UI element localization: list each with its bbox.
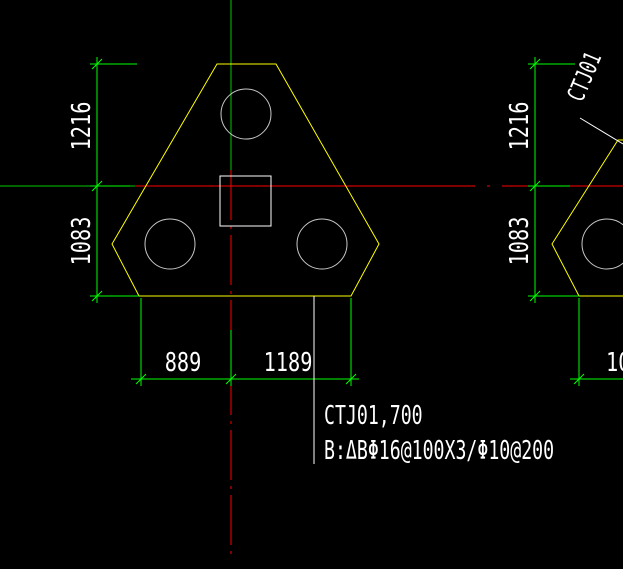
dimension-text-partial-right: 10: [606, 348, 623, 378]
vertical-dimension-right: [528, 57, 579, 303]
dimension-text-right: 1189: [264, 348, 313, 378]
horizontal-dimension-bottom: [131, 298, 359, 386]
dimension-text-bottom-right: 1083: [505, 217, 535, 266]
dimension-text-bottom: 1083: [67, 217, 97, 266]
column-square: [219, 175, 272, 227]
footing-label-line1: CTJ01,700: [324, 401, 423, 431]
footing-label-rotated: CTJ01: [562, 48, 607, 105]
horizontal-dimension-bottom-right: [570, 298, 623, 386]
vertical-dimension-left: [90, 57, 139, 303]
pile-bottom-left: [144, 218, 196, 270]
label-leader-line-right: [579, 117, 623, 145]
pile-bottom-right: [296, 218, 348, 270]
pile-cap-outline: [111, 63, 380, 297]
pile-bottom-left-right: [581, 218, 623, 270]
dimension-text-top: 1216: [67, 102, 97, 151]
footing-label-line2: B:ΔBΦ16@100X3/Φ10@200: [324, 436, 554, 466]
dimension-text-left: 889: [165, 348, 202, 378]
dimension-text-top-right: 1216: [505, 102, 535, 151]
pile-top: [220, 88, 272, 140]
pile-cap-outline-right: [551, 139, 623, 297]
